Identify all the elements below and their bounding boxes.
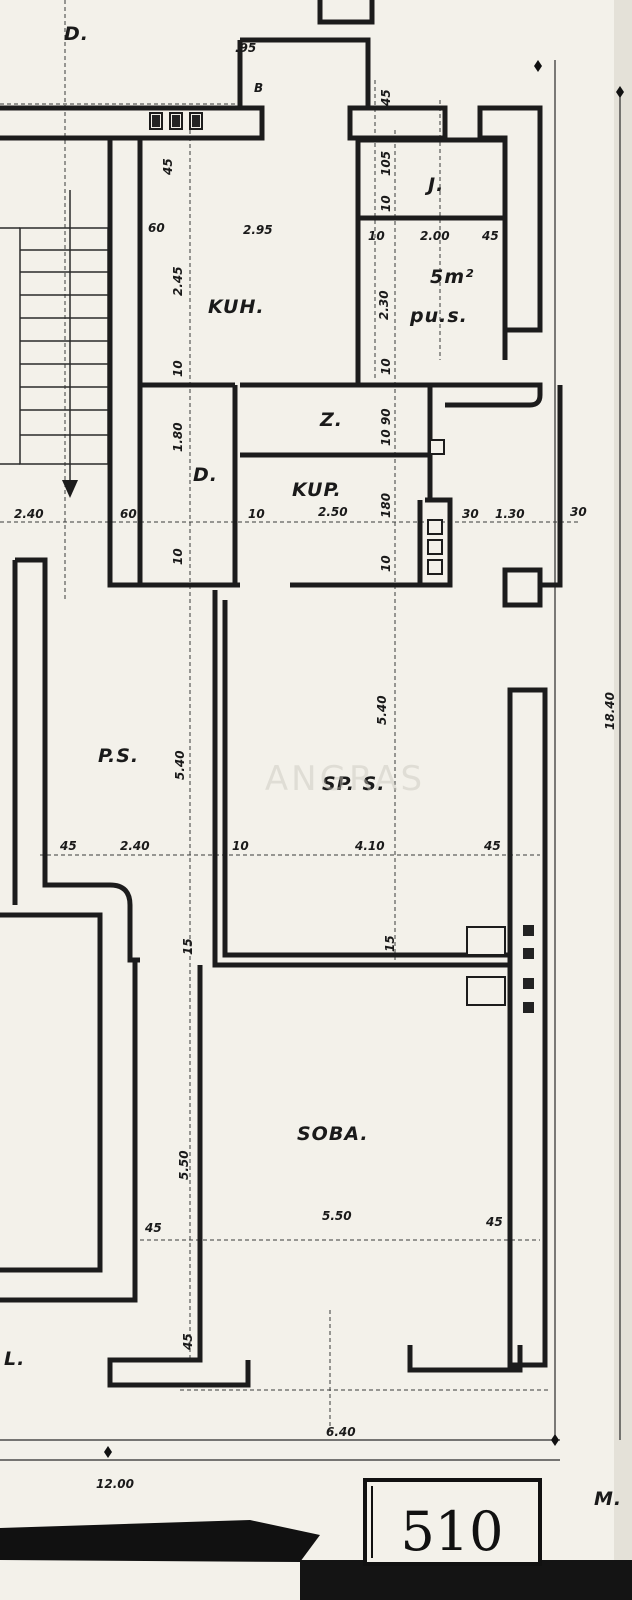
room-label-sps: SP. S. (322, 773, 385, 795)
dim-label: 45 (481, 229, 499, 243)
room-label-l: L. (4, 1348, 25, 1370)
room-label-kup: KUP. (292, 479, 342, 501)
dim-label: 5.40 (375, 695, 389, 725)
room-label-kuh: KUH. (208, 296, 265, 318)
dim-label: 45 (181, 1333, 195, 1351)
dim-label: 45 (483, 839, 501, 853)
dim-label: 180 (379, 493, 393, 518)
dim-label: 45 (144, 1221, 162, 1235)
dim-label: 45 (485, 1215, 503, 1229)
sheet-number-block: 510 (0, 1478, 632, 1600)
room-label-z: Z. (319, 409, 343, 431)
watermark: ANGRAS (265, 759, 425, 799)
staircase (0, 190, 109, 498)
dim-label: 10 (379, 195, 393, 212)
dim-label: 6.40 (326, 1425, 356, 1439)
ink-strip-left (0, 1520, 320, 1562)
dim-label: B (254, 81, 263, 95)
dim-label: 30 (570, 505, 587, 519)
dim-label: 18.40 (603, 692, 617, 730)
room-labels: KUH. J. 5m² pu.s. Z. KUP. D. D. P.S. SP.… (4, 23, 622, 1510)
dim-label: 10 (232, 839, 249, 853)
dim-label: 2.40 (120, 839, 150, 853)
dim-label: 2.45 (171, 266, 185, 296)
dim-label: 105 (379, 151, 393, 176)
dim-label: 10 (368, 229, 385, 243)
dim-label: 10 (171, 360, 185, 377)
sheet-number-box (363, 1478, 542, 1566)
walls (0, 0, 563, 1388)
dim-label: 1.80 (171, 422, 185, 452)
dim-label: 1.30 (495, 507, 525, 521)
dim-label: 5.50 (177, 1150, 191, 1180)
dim-label: 10 90 (379, 408, 393, 446)
page-edge (614, 0, 632, 1600)
dim-label: 2.40 (14, 507, 44, 521)
room-label-d-top: D. (64, 23, 89, 45)
dim-label: 12.00 (96, 1477, 134, 1491)
dim-label: 10 (248, 507, 265, 521)
room-label-ps: P.S. (98, 745, 139, 767)
dim-label: 2.00 (420, 229, 450, 243)
dim-label: 2.30 (377, 290, 391, 320)
room-label-soba: SOBA. (297, 1123, 369, 1145)
dim-label: 10 (171, 548, 185, 565)
dim-label: 15 (383, 935, 397, 952)
vent-blocks (149, 112, 534, 1013)
room-label-d-mid: D. (193, 464, 218, 486)
dim-label: 60 (148, 221, 165, 235)
dim-label: 60 (120, 507, 137, 521)
dim-label: 2.95 (243, 223, 273, 237)
ink-strip-bottom (300, 1560, 632, 1600)
dim-label: 5.40 (173, 750, 187, 780)
dim-label: 10 (379, 358, 393, 375)
dim-label: 10 (379, 555, 393, 572)
dim-label: 5.50 (322, 1209, 352, 1223)
dim-label: 2.50 (318, 505, 348, 519)
dim-label: 15 (181, 938, 195, 955)
room-label-j: J. (424, 174, 444, 196)
dimension-labels: .95 B 45 45 105 10 60 2.95 10 2.00 45 2.… (14, 41, 617, 1491)
room-label-kup-sub: pu.s. (409, 305, 468, 327)
dim-label: 4.10 (354, 839, 385, 853)
dim-label: .95 (235, 41, 256, 55)
dim-label: 30 (462, 507, 479, 521)
dim-label: 45 (161, 158, 175, 176)
dim-label: 45 (379, 89, 393, 107)
room-label-kup-area: 5m² (430, 266, 474, 288)
sheet-number: 510 (400, 1500, 503, 1563)
dim-label: 45 (59, 839, 77, 853)
room-label-m: M. (594, 1488, 622, 1510)
dimension-lines (0, 0, 624, 1461)
